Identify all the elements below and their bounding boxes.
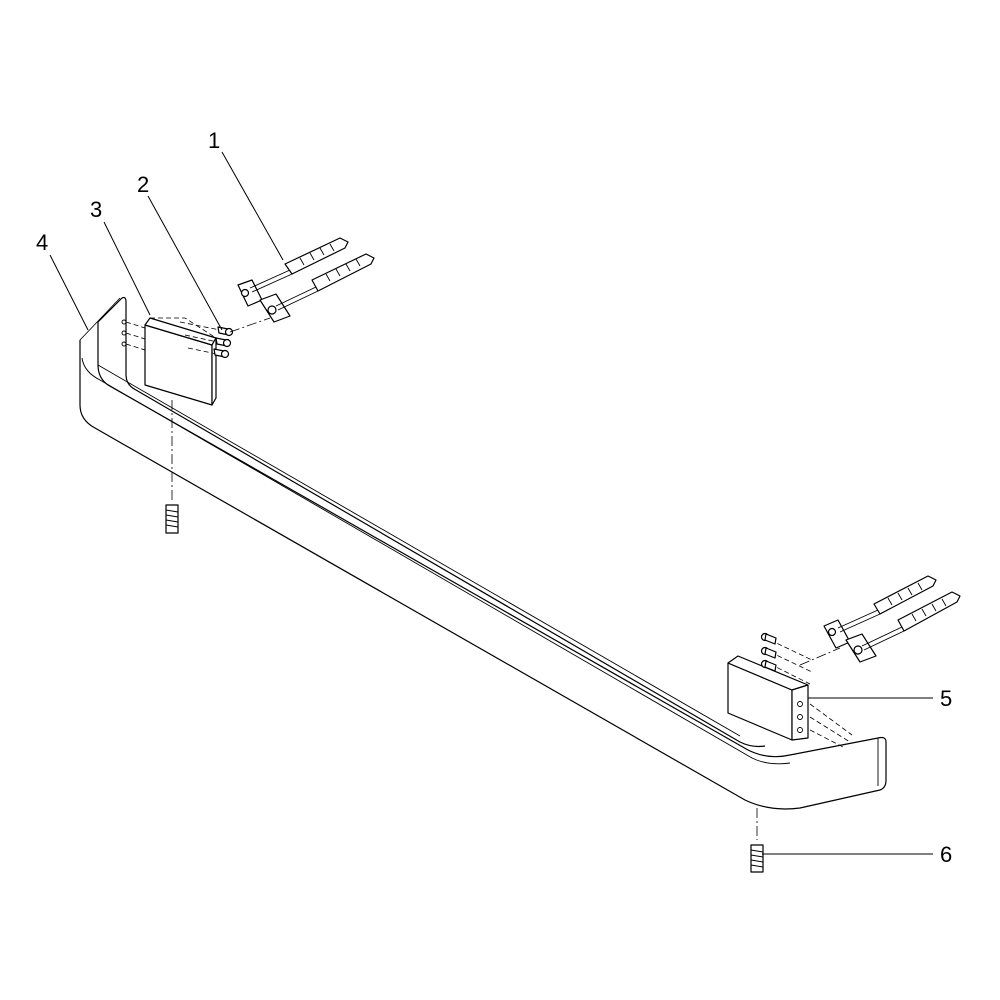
right-hole-3	[797, 727, 803, 733]
callout-2: 2	[137, 172, 149, 197]
right-screws	[760, 632, 813, 685]
towel-bar-edge-mid	[97, 364, 741, 737]
right-mount-axis	[799, 647, 841, 666]
left-bracket-block	[121, 317, 217, 406]
leader-1	[221, 151, 284, 261]
right-hole-1	[797, 701, 803, 707]
leader-4	[49, 254, 89, 331]
left-block-side	[211, 337, 217, 406]
right-screw-1	[760, 632, 777, 645]
left-block-hidden	[150, 317, 217, 339]
right-screw-2	[760, 646, 777, 659]
callout-5: 5	[940, 686, 952, 711]
callout-1: 1	[208, 128, 220, 153]
callout-3: 3	[90, 197, 102, 222]
right-bracket-block	[727, 655, 853, 749]
callout-4: 4	[36, 230, 48, 255]
right-block-side	[791, 684, 809, 741]
left-wall-mount	[229, 237, 375, 333]
left-screw-1	[217, 326, 234, 337]
right-set-screw-body	[750, 844, 764, 873]
leader-2	[147, 195, 223, 331]
towel-bar	[79, 296, 887, 810]
left-screw-3	[213, 348, 230, 359]
left-mount-axis	[229, 317, 271, 333]
towel-bar-edge-inner	[81, 357, 791, 765]
left-anchor-2	[275, 253, 375, 311]
right-anchor-1	[837, 575, 937, 633]
left-set-screw-body	[165, 504, 179, 534]
right-plate-2	[845, 633, 877, 663]
right-anchor-2	[861, 591, 961, 651]
left-set-screw	[165, 400, 179, 534]
right-hole-2	[797, 714, 803, 720]
towel-bar-edge	[79, 297, 121, 341]
callouts: 1 2 3 4 5 6	[36, 128, 952, 867]
right-wall-mount	[799, 575, 961, 666]
right-hole-lines	[809, 703, 853, 749]
left-plate-1	[237, 279, 263, 307]
left-screw-2	[215, 337, 232, 348]
left-plate-2	[259, 293, 291, 323]
right-set-screw	[750, 808, 764, 873]
callout-6: 6	[940, 842, 952, 867]
left-hole-lines	[125, 321, 146, 351]
left-anchor-1	[249, 237, 349, 293]
leader-lines	[49, 151, 933, 855]
left-screws	[179, 321, 234, 359]
right-screw-3	[760, 659, 777, 672]
leader-3	[103, 221, 151, 316]
